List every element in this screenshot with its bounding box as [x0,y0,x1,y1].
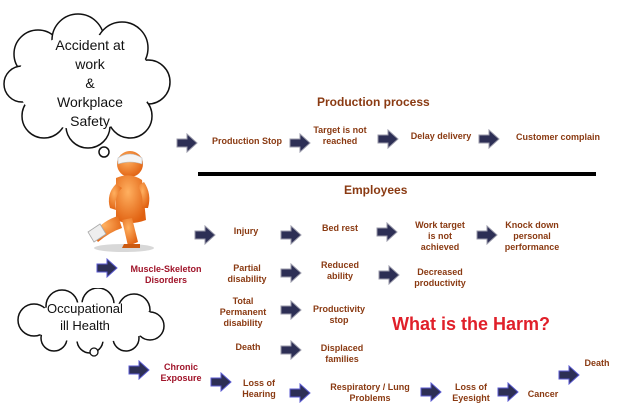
arrow-right-icon [96,258,118,278]
target-not-reached-label: Target is not reached [313,125,367,146]
occupational-cloud-text: Occupational ill Health [47,301,123,333]
reduced-ability-label: Reduced ability [320,260,359,281]
arrow-right-icon [377,129,399,149]
arrow-right-icon [128,360,150,380]
arrow-right-icon [478,129,500,149]
divider-line [198,172,596,176]
cancer-label: Cancer [527,389,559,399]
arrow-right-icon [289,133,311,153]
total-permanent-disability-label: Total Permanent disability [219,296,267,328]
customer-complain-label: Customer complain [515,132,600,142]
arrow-right-icon [378,265,400,285]
arrow-right-icon [289,383,311,403]
injury-label: Injury [233,226,259,236]
chronic-exposure-label: Chronic Exposure [160,362,202,383]
partial-disability-label: Partial disability [227,263,267,284]
arrow-right-icon [194,225,216,245]
arrow-right-icon [280,263,302,283]
what-is-the-harm-text: What is the Harm? [392,314,551,334]
death-endpoint-label: Death [584,358,610,368]
displaced-families-label: Displaced families [320,343,364,364]
arrow-right-icon [497,382,519,402]
arrow-right-icon [558,365,580,385]
delay-delivery-label: Delay delivery [410,131,472,141]
occupational-cloud-icon [17,288,165,357]
decreased-productivity-label: Decreased productivity [414,267,466,288]
production-process-header: Production process [317,95,430,109]
accident-cloud-icon [3,13,171,158]
death-label: Death [235,342,261,352]
loss-of-eyesight-label: Loss of Eyesight [452,382,490,403]
respiratory-lung-label: Respiratory / Lung Problems [330,382,410,403]
arrow-right-icon [280,340,302,360]
bed-rest-label: Bed rest [321,223,358,233]
muscle-skeleton-label: Muscle-Skeleton Disorders [130,264,202,285]
arrow-right-icon [210,372,232,392]
loss-of-hearing-label: Loss of Hearing [242,378,276,399]
productivity-stop-label: Productivity stop [312,304,365,325]
arrow-right-icon [176,133,198,153]
work-target-label: Work target is not achieved [415,220,465,252]
worker-figure-icon [87,151,154,252]
arrow-right-icon [280,300,302,320]
employees-header: Employees [344,183,408,197]
accident-cloud-text: Accident at work & Workplace Safety [55,37,125,129]
production-stop-label: Production Stop [212,136,282,146]
knock-down-label: Knock down personal performance [504,220,560,252]
arrow-right-icon [376,222,398,242]
arrow-right-icon [420,382,442,402]
arrow-right-icon [280,225,302,245]
arrow-right-icon [476,225,498,245]
